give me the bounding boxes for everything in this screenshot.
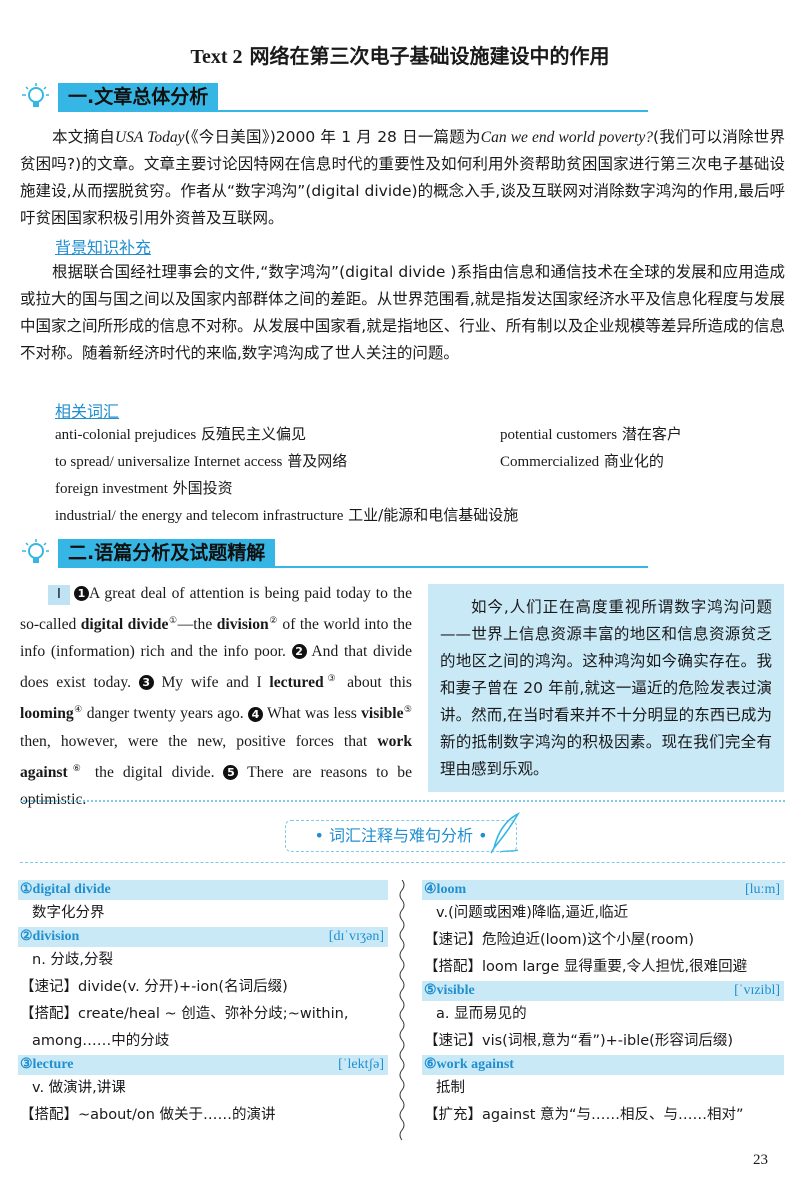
background-heading: 背景知识补充: [55, 238, 152, 257]
page-number: 23: [753, 1152, 768, 1168]
note-entry: ⑤visible[ˈvɪzibl] a. 显而易见的 【速记】vis(词根,意为…: [422, 981, 784, 1055]
note-entry: ①digital divide 数字化分界: [18, 880, 388, 927]
note-line: 【搭配】loom large 显得重要,令人担忧,很难回避: [424, 959, 748, 975]
phonetic: [ˈvɪzibl]: [734, 983, 780, 998]
phonetic: [luːm]: [745, 882, 780, 897]
notes-column-right: ④loom[luːm] v.(问题或困难)降临,逼近,临近 【速记】危险迫近(l…: [422, 880, 784, 1129]
note-line: 抵制: [436, 1080, 465, 1096]
divider: [58, 566, 648, 568]
note-headword: ①digital divide: [18, 880, 388, 900]
note-headword: ⑤visible[ˈvɪzibl]: [422, 981, 784, 1001]
note-line: 【速记】vis(词根,意为“看”)+-ible(形容词后缀): [424, 1033, 733, 1049]
dashed-divider: [20, 862, 785, 863]
note-line: 【搭配】create/heal ~ 创造、弥补分歧;~within,: [20, 1006, 349, 1022]
paragraph-marker: Ⅰ: [48, 585, 70, 605]
note-line: among……中的分歧: [32, 1033, 170, 1049]
quill-pen-icon: [490, 812, 521, 854]
page-title: Text 2 网络在第三次电子基础设施建设中的作用: [190, 44, 610, 68]
vocab-item: anti-colonial prejudices 反殖民主义偏见: [55, 425, 306, 443]
phonetic: [dɪˈvɪʒən]: [328, 929, 384, 944]
notes-column-left: ①digital divide 数字化分界 ②division[dɪˈvɪʒən…: [18, 880, 388, 1129]
section-header-overview: 一.文章总体分析: [18, 80, 648, 114]
intro-paragraph: 本文摘自USA Today(《今日美国》)2000 年 1 月 28 日一篇题为…: [20, 128, 785, 227]
note-line: 【扩充】against 意为“与……相反、与……相对”: [424, 1107, 744, 1123]
note-entry: ②division[dɪˈvɪʒən] n. 分歧,分裂 【速记】divide(…: [18, 927, 388, 1055]
notes-title: • 词汇注释与难句分析 •: [285, 820, 517, 852]
dotted-divider: [20, 800, 785, 802]
section-header-analysis: 二.语篇分析及试题精解: [18, 536, 648, 570]
note-line: n. 分歧,分裂: [32, 952, 114, 968]
note-entry: ⑥work against 抵制 【扩充】against 意为“与……相反、与……: [422, 1055, 784, 1129]
vocab-item: potential customers 潜在客户: [500, 425, 682, 443]
note-entry: ④loom[luːm] v.(问题或困难)降临,逼近,临近 【速记】危险迫近(l…: [422, 880, 784, 981]
note-entry: ③lecture[ˈlektʃə] v. 做演讲,讲课 【搭配】~about/o…: [18, 1055, 388, 1129]
note-line: a. 显而易见的: [436, 1006, 527, 1022]
note-line: 【搭配】~about/on 做关于……的演讲: [20, 1107, 276, 1123]
section-label: 一.文章总体分析: [58, 83, 219, 111]
chinese-translation: 如今,人们正在高度重视所谓数字鸿沟问题——世界上信息资源丰富的地区和信息资源贫乏…: [428, 584, 784, 792]
note-headword: ②division[dɪˈvɪʒən]: [18, 927, 388, 947]
vocab-heading: 相关词汇: [55, 402, 120, 421]
vocab-item: industrial/ the energy and telecom infra…: [55, 506, 519, 524]
phonetic: [ˈlektʃə]: [338, 1057, 384, 1072]
vocab-item: to spread/ universalize Internet access …: [55, 452, 348, 470]
divider: [58, 110, 648, 112]
section-label: 二.语篇分析及试题精解: [58, 539, 276, 567]
note-line: 【速记】危险迫近(loom)这个小屋(room): [424, 932, 695, 948]
note-line: v. 做演讲,讲课: [32, 1080, 126, 1096]
vocab-item: Commercialized 商业化的: [500, 452, 664, 470]
background-paragraph: 根据联合国经社理事会的文件,“数字鸿沟”(digital divide )系指由…: [20, 263, 785, 362]
note-headword: ③lecture[ˈlektʃə]: [18, 1055, 388, 1075]
note-line: 【速记】divide(v. 分开)+-ion(名词后缀): [20, 979, 288, 995]
lightbulb-icon: [22, 83, 49, 107]
note-headword: ④loom[luːm]: [422, 880, 784, 900]
note-headword: ⑥work against: [422, 1055, 784, 1075]
lightbulb-icon: [22, 539, 49, 563]
note-line: 数字化分界: [32, 905, 105, 921]
wavy-divider: [399, 880, 405, 1141]
vocab-item: foreign investment 外国投资: [55, 479, 233, 497]
note-line: v.(问题或困难)降临,逼近,临近: [436, 905, 629, 921]
